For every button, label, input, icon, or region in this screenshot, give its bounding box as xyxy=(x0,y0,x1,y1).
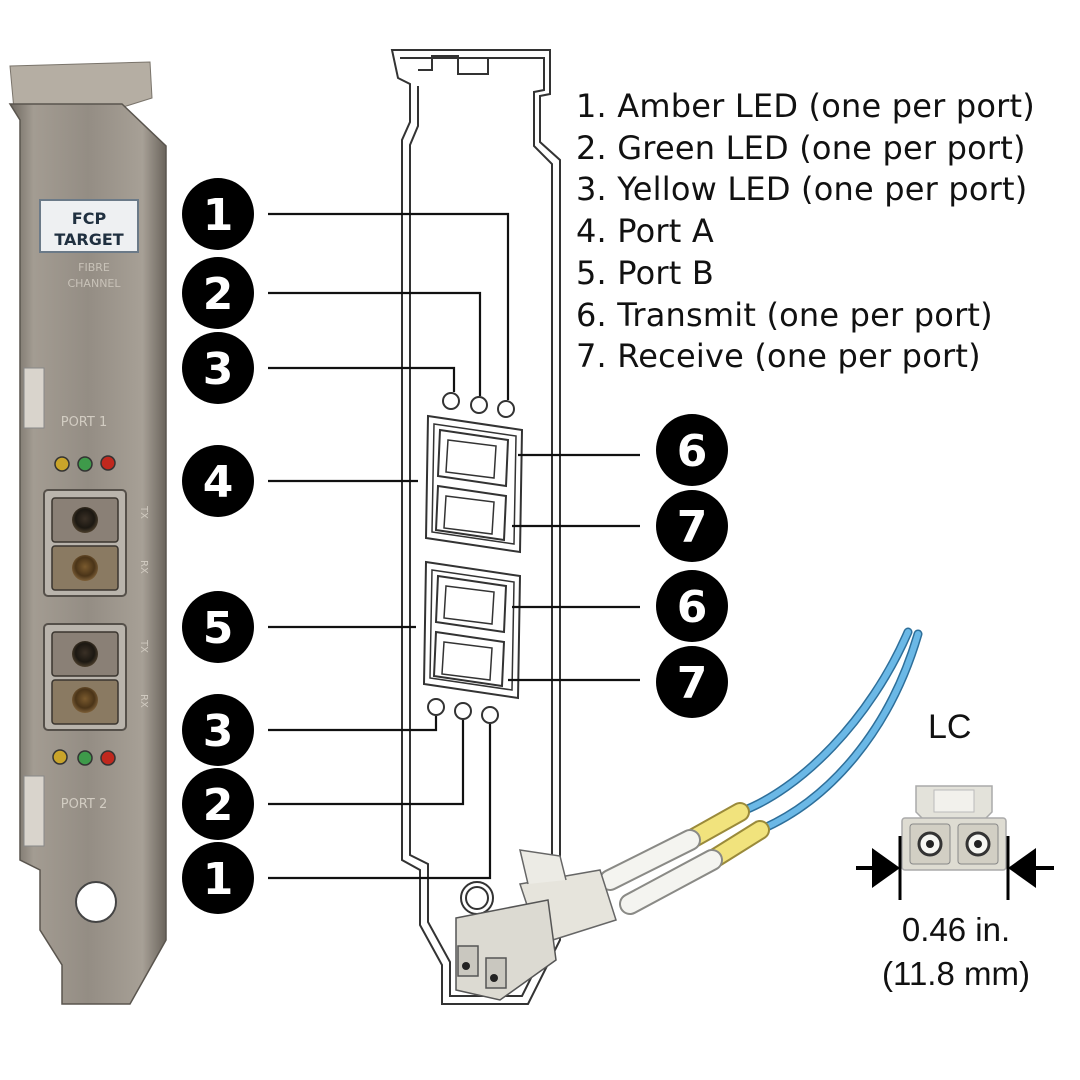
callout-5: 5 xyxy=(182,591,254,663)
callout-1-top: 1 xyxy=(182,178,254,250)
legend-item: 2. Green LED (one per port) xyxy=(576,128,1026,167)
card-mounting-hole xyxy=(75,881,117,923)
svg-text:3: 3 xyxy=(203,344,234,395)
svg-text:2: 2 xyxy=(203,269,234,320)
card-sfp-port2 xyxy=(43,623,127,731)
legend-list: 1. Amber LED (one per port)2. Green LED … xyxy=(576,86,1035,378)
card-sub-line2: CHANNEL xyxy=(67,277,121,290)
yellow-led-top xyxy=(442,392,460,410)
callout-7-bottom: 7 xyxy=(656,646,728,718)
legend-item: 6. Transmit (one per port) xyxy=(576,295,993,334)
green-led-top xyxy=(470,396,488,414)
card-sub-line1: FIBRE xyxy=(78,261,110,274)
svg-text:6: 6 xyxy=(677,426,708,477)
legend-item: 5. Port B xyxy=(576,253,715,292)
amber-led-bottom xyxy=(481,706,499,724)
card-yellow-led-port2 xyxy=(52,749,68,765)
card-label-line2: TARGET xyxy=(54,230,123,249)
rx-label-port1: RX xyxy=(138,560,149,574)
svg-text:5: 5 xyxy=(203,603,234,654)
bracket-line-drawing xyxy=(390,49,561,1005)
svg-text:7: 7 xyxy=(677,658,708,709)
port-a-diagram xyxy=(424,414,524,554)
callout-7-top: 7 xyxy=(656,490,728,562)
lc-connector-label: LC xyxy=(928,708,972,746)
svg-text:6: 6 xyxy=(677,582,708,633)
svg-text:1: 1 xyxy=(203,190,234,241)
callout-1-bottom: 1 xyxy=(182,842,254,914)
callout-4: 4 xyxy=(182,445,254,517)
svg-text:3: 3 xyxy=(203,706,234,757)
rx-label-port2: RX xyxy=(138,694,149,708)
card-label-line1: FCP xyxy=(72,209,107,228)
callout-2-bottom: 2 xyxy=(182,768,254,840)
tx-label-port1: TX xyxy=(138,505,149,519)
leader-lines xyxy=(268,212,640,880)
port2-label: PORT 2 xyxy=(61,797,108,812)
card-red-led-port1 xyxy=(100,455,116,471)
legend-item: 1. Amber LED (one per port) xyxy=(576,87,1035,125)
lc-width-inches: 0.46 in. xyxy=(901,911,1011,948)
callout-2-top: 2 xyxy=(182,257,254,329)
callout-6-bottom: 6 xyxy=(656,570,728,642)
card-green-led-port1 xyxy=(77,456,93,472)
card-yellow-led-port1 xyxy=(54,456,70,472)
lc-dimension: 0.46 in. (11.8 mm) xyxy=(866,908,1046,996)
legend-item: 7. Receive (one per port) xyxy=(576,337,981,376)
legend-item: 3. Yellow LED (one per port) xyxy=(576,170,1028,209)
svg-text:2: 2 xyxy=(203,780,234,831)
svg-text:1: 1 xyxy=(203,854,234,905)
lc-connector-front xyxy=(856,785,1054,900)
callout-3-bottom: 3 xyxy=(182,694,254,766)
card-green-led-port2 xyxy=(77,750,93,766)
lc-width-mm: (11.8 mm) xyxy=(882,955,1030,992)
card-photo: FCP TARGET FIBRE CHANNEL PORT 1 PORT 2 xyxy=(8,61,167,1005)
fiber-optic-cable xyxy=(455,627,923,1001)
svg-text:4: 4 xyxy=(203,457,234,508)
tx-label-port2: TX xyxy=(138,639,149,653)
port-b-diagram xyxy=(422,560,522,700)
green-led-bottom xyxy=(454,702,472,720)
callout-3-top: 3 xyxy=(182,332,254,404)
card-sfp-port1 xyxy=(43,489,127,597)
yellow-led-bottom xyxy=(427,698,445,716)
callout-6-top: 6 xyxy=(656,414,728,486)
port1-label: PORT 1 xyxy=(61,415,108,430)
legend-item: 4. Port A xyxy=(576,212,715,251)
amber-led-top xyxy=(497,400,515,418)
callouts: 1 2 3 4 5 3 2 1 xyxy=(182,178,728,914)
svg-text:7: 7 xyxy=(677,502,708,553)
fcp-target-label xyxy=(39,199,139,253)
card-red-led-port2 xyxy=(100,750,116,766)
